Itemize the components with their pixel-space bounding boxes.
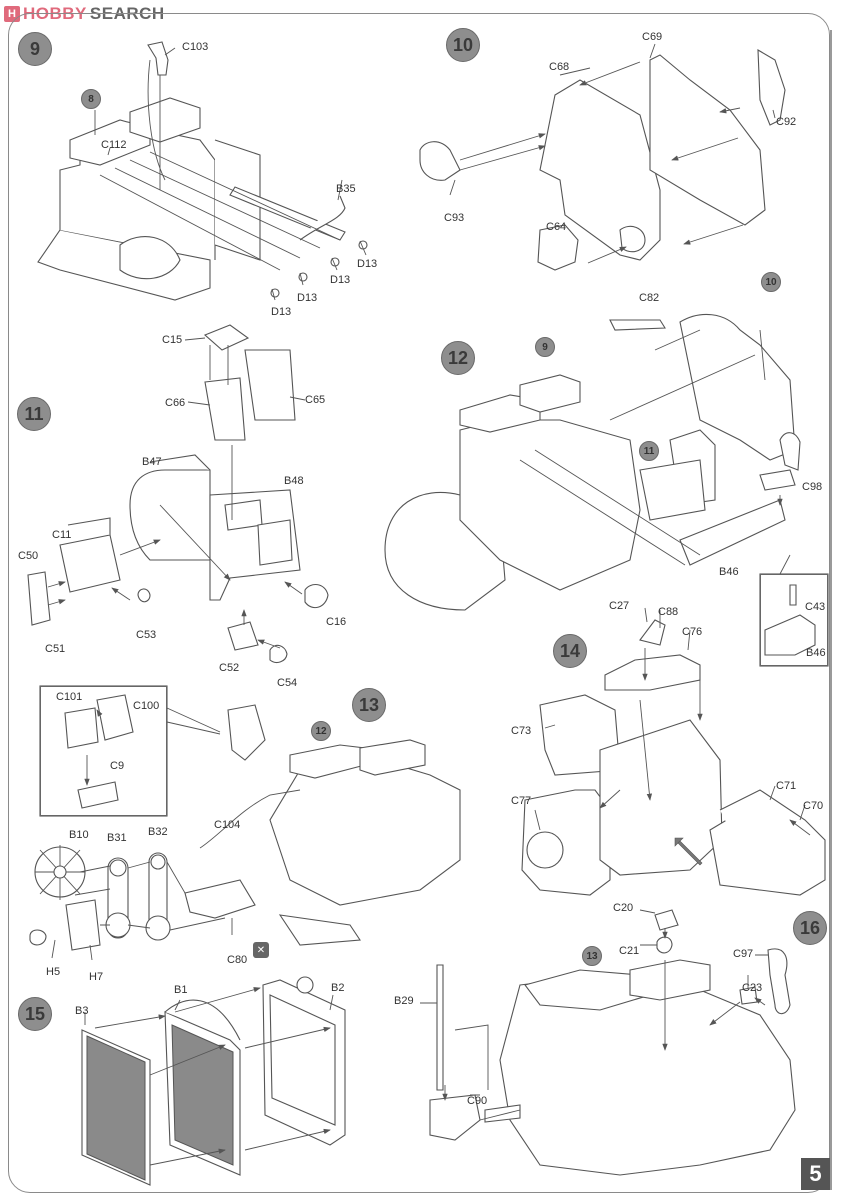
- part-label-d13: D13: [271, 306, 292, 318]
- step-badge-15: 15: [18, 997, 52, 1031]
- step-badge-16: 16: [793, 911, 827, 945]
- part-label-c52: C52: [219, 662, 240, 674]
- part-label-c54: C54: [277, 677, 298, 689]
- part-label-c69: C69: [642, 31, 663, 43]
- part-label-c65: C65: [305, 394, 326, 406]
- part-label-c53: C53: [136, 629, 157, 641]
- part-label-b2: B2: [331, 982, 345, 994]
- part-label-c71: C71: [776, 780, 797, 792]
- part-label-c68: C68: [549, 61, 570, 73]
- step-11-illustration: [27, 324, 329, 663]
- part-label-c66: C66: [165, 397, 186, 409]
- part-label-c93: C93: [444, 212, 465, 224]
- ref-badge-9: 9: [535, 337, 555, 357]
- inset-c100-c101-c9: [40, 686, 167, 816]
- part-label-b35: B35: [336, 183, 356, 195]
- step-badge-13: 13: [352, 688, 386, 722]
- part-label-b10: B10: [69, 829, 89, 841]
- direction-arrow-icon: [674, 837, 703, 866]
- part-label-h7: H7: [89, 971, 104, 983]
- part-label-c73: C73: [511, 725, 532, 737]
- part-label-c100: C100: [133, 700, 160, 712]
- step-badge-12: 12: [441, 341, 475, 375]
- part-label-b46-inset: B46: [806, 647, 826, 659]
- part-label-c98: C98: [802, 481, 823, 493]
- part-label-b32: B32: [148, 826, 168, 838]
- part-label-b46: B46: [719, 566, 739, 578]
- part-label-c104: C104: [214, 819, 241, 831]
- part-label-c82: C82: [639, 292, 660, 304]
- part-label-c101: C101: [56, 691, 83, 703]
- part-label-c97: C97: [733, 948, 754, 960]
- part-label-b31: B31: [107, 832, 127, 844]
- step-14-illustration: [521, 607, 826, 896]
- step-9-illustration: [37, 41, 368, 301]
- part-label-c15: C15: [162, 334, 183, 346]
- part-label-c20: C20: [613, 902, 634, 914]
- step-16-illustration: [420, 909, 796, 1176]
- part-label-c50: C50: [18, 550, 39, 562]
- part-label-c76: C76: [682, 626, 703, 638]
- part-label-b29: B29: [394, 995, 414, 1007]
- part-label-d13: D13: [330, 274, 351, 286]
- part-label-c11: C11: [52, 529, 72, 541]
- inset-c43-b46: [760, 574, 828, 666]
- part-label-c88: C88: [658, 606, 679, 618]
- part-label-c9: C9: [110, 760, 125, 772]
- part-label-d13: D13: [297, 292, 318, 304]
- glue-warning-icon: ✕: [253, 942, 269, 958]
- part-label-b1: B1: [174, 984, 188, 996]
- part-label-d13: D13: [357, 258, 378, 270]
- ref-badge-12: 12: [311, 721, 331, 741]
- part-label-b48: B48: [284, 475, 304, 487]
- part-label-c27: C27: [609, 600, 630, 612]
- part-label-h5: H5: [46, 966, 61, 978]
- part-label-c77: C77: [511, 795, 532, 807]
- part-label-c43: C43: [805, 601, 826, 613]
- part-label-c64: C64: [546, 221, 567, 233]
- ref-badge-10: 10: [761, 272, 781, 292]
- part-label-c112: C112: [101, 139, 127, 151]
- step-12-illustration: [384, 313, 829, 667]
- part-label-c51: C51: [45, 643, 66, 655]
- step-13-illustration: [29, 685, 461, 961]
- part-label-c90: C90: [467, 1095, 488, 1107]
- part-label-b47: B47: [142, 456, 162, 468]
- step-badge-9: 9: [18, 32, 52, 66]
- part-label-c70: C70: [803, 800, 824, 812]
- step-15-illustration: [81, 976, 346, 1186]
- ref-badge-8: 8: [81, 89, 101, 109]
- part-label-c16: C16: [326, 616, 347, 628]
- step-badge-11: 11: [17, 397, 51, 431]
- ref-badge-11: 11: [639, 441, 659, 461]
- page-edge-rule: [830, 30, 832, 1190]
- step-10-illustration: [419, 43, 786, 271]
- page-frame: [8, 13, 830, 1193]
- part-label-c23: C23: [742, 982, 763, 994]
- step-badge-14: 14: [553, 634, 587, 668]
- part-label-b3: B3: [75, 1005, 89, 1017]
- step-badge-10: 10: [446, 28, 480, 62]
- part-label-c21: C21: [619, 945, 640, 957]
- page-number: 5: [801, 1158, 830, 1190]
- part-label-c92: C92: [776, 116, 797, 128]
- part-label-c80: C80: [227, 954, 248, 966]
- ref-badge-13: 13: [582, 946, 602, 966]
- part-label-c103: C103: [182, 41, 209, 53]
